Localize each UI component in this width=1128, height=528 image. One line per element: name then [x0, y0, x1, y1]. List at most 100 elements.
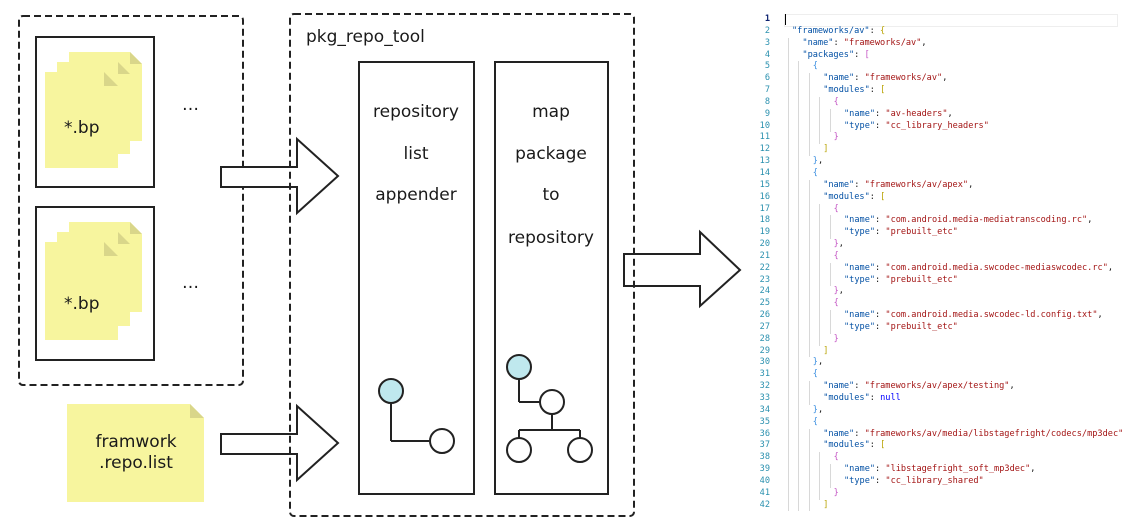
code-token: "frameworks/av" [864, 73, 943, 84]
indent-guide [798, 156, 800, 168]
indent-guide [819, 452, 821, 465]
code-line[interactable]: 9"name": "av-headers", [752, 108, 1122, 121]
code-text: } [834, 132, 839, 144]
code-line[interactable]: 11} [752, 132, 1122, 145]
code-text: "name": "frameworks/av/apex/testing", [823, 381, 1014, 393]
code-line[interactable]: 2"frameworks/av": { [752, 26, 1122, 38]
code-line[interactable]: 27"type": "prebuilt_etc" [752, 321, 1122, 334]
code-line[interactable]: 10"type": "cc_library_headers" [752, 120, 1122, 133]
code-line[interactable]: 17{ [752, 203, 1122, 216]
code-token: { [833, 298, 839, 309]
code-line[interactable]: 13}, [752, 156, 1122, 168]
code-line[interactable]: 1 [752, 14, 1122, 27]
code-line[interactable]: 37"modules": [ [752, 440, 1122, 453]
code-line[interactable]: 21{ [752, 250, 1122, 263]
code-line[interactable]: 40"type": "cc_library_shared" [752, 475, 1122, 488]
code-line[interactable]: 12] [752, 144, 1122, 157]
code-token: "name" [823, 428, 855, 439]
line-number: 29 [759, 345, 770, 356]
indent-guide [798, 487, 800, 500]
code-text: "name": "com.android.media.swcodec-ld.co… [844, 310, 1103, 322]
code-line[interactable]: 33"modules": null [752, 393, 1122, 405]
code-line[interactable]: 41} [752, 487, 1122, 500]
code-line[interactable]: 4"packages": [ [752, 49, 1122, 62]
line-number: 34 [759, 404, 770, 415]
code-line[interactable]: 26"name": "com.android.media.swcodec-ld.… [752, 310, 1122, 322]
indent-guide [808, 191, 810, 204]
code-text: "name": "av-headers", [844, 109, 953, 121]
indent-guide [798, 357, 800, 370]
indent-guide [819, 321, 821, 334]
indent-guide [808, 203, 810, 216]
code-token: { [833, 452, 839, 463]
code-text: { [834, 251, 839, 263]
code-line[interactable]: 6"name": "frameworks/av", [752, 73, 1122, 86]
code-token: : [869, 440, 881, 451]
code-line[interactable]: 24}, [752, 286, 1122, 299]
code-line[interactable]: 20}, [752, 239, 1122, 251]
bp-file-stack-icon [45, 52, 142, 168]
code-token: "prebuilt_etc" [885, 321, 958, 332]
indent-guide [808, 499, 810, 512]
map-label-line4: repository [508, 228, 594, 248]
code-text: "modules": [ [823, 192, 885, 204]
indent-guide [788, 321, 789, 334]
indent-guide [798, 85, 800, 97]
code-line[interactable]: 39"name": "libstagefright_soft_mp3dec", [752, 464, 1122, 476]
code-line[interactable]: 42] [752, 499, 1122, 512]
indent-guide [819, 250, 821, 263]
code-token: "modules" [823, 393, 870, 403]
code-text: "name": "com.android.media.swcodec-media… [844, 263, 1113, 275]
code-line[interactable]: 5{ [752, 61, 1122, 74]
code-line[interactable]: 31{ [752, 369, 1122, 382]
indent-guide [788, 369, 789, 382]
code-line[interactable]: 16"modules": [ [752, 191, 1122, 204]
code-line[interactable]: 34}, [752, 404, 1122, 417]
code-token: "prebuilt_etc" [885, 227, 958, 238]
code-token: } [812, 357, 818, 368]
indent-guide [819, 333, 821, 346]
code-line[interactable]: 19"type": "prebuilt_etc" [752, 227, 1122, 240]
code-line[interactable]: 18"name": "com.android.media-mediatransc… [752, 215, 1122, 228]
code-line[interactable]: 22"name": "com.android.media.swcodec-med… [752, 262, 1122, 275]
code-token: : [875, 475, 886, 486]
code-token: : [875, 321, 886, 332]
code-line[interactable]: 28} [752, 333, 1122, 346]
appender-box [358, 61, 475, 495]
indent-guide [808, 215, 810, 228]
code-line[interactable]: 3"name": "frameworks/av", [752, 37, 1122, 50]
code-line[interactable]: 25{ [752, 298, 1122, 311]
indent-guide [788, 227, 789, 240]
code-line[interactable]: 23"type": "prebuilt_etc" [752, 274, 1122, 287]
code-line[interactable]: 29] [752, 345, 1122, 358]
code-line[interactable]: 14{ [752, 167, 1122, 180]
code-line[interactable]: 32"name": "frameworks/av/apex/testing", [752, 381, 1122, 393]
indent-guide [829, 108, 831, 121]
code-line[interactable]: 38{ [752, 452, 1122, 465]
code-token: : [875, 310, 886, 321]
code-line[interactable]: 8{ [752, 96, 1122, 109]
code-line[interactable]: 7"modules": [ [752, 85, 1122, 97]
code-text: ] [823, 144, 828, 156]
code-token: { [812, 167, 818, 178]
indent-guide [798, 191, 800, 204]
code-line[interactable]: 30}, [752, 357, 1122, 370]
indent-guide [798, 345, 800, 358]
code-line[interactable]: 36"name": "frameworks/av/media/libstagef… [752, 428, 1122, 441]
code-token: , [1087, 215, 1093, 226]
code-token: { [833, 96, 839, 107]
line-number: 30 [759, 357, 770, 368]
indent-guide [788, 499, 789, 512]
code-token: , [947, 108, 953, 119]
line-number: 20 [759, 239, 770, 250]
indent-guide [798, 369, 800, 382]
code-token: : [854, 49, 865, 60]
code-token: "type" [844, 120, 876, 131]
indent-guide [808, 310, 810, 322]
indent-guide [788, 393, 789, 405]
code-line[interactable]: 35{ [752, 416, 1122, 429]
indent-guide [819, 475, 821, 488]
code-line[interactable]: 15"name": "frameworks/av/apex", [752, 179, 1122, 192]
indent-guide [788, 120, 789, 133]
